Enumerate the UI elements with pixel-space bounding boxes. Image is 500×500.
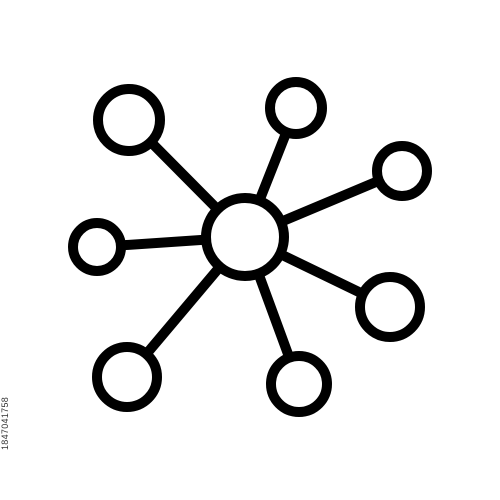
stock-image-id: 1847041758 (0, 396, 10, 450)
node-top (265, 77, 327, 139)
node-left (68, 218, 126, 276)
node-top-left (93, 84, 165, 156)
node-right-lower (355, 272, 425, 342)
node-bottom-left (92, 342, 162, 412)
hub-node (201, 193, 289, 281)
satellite-nodes (68, 77, 432, 417)
node-right-upper (372, 141, 432, 201)
node-bottom (266, 351, 332, 417)
